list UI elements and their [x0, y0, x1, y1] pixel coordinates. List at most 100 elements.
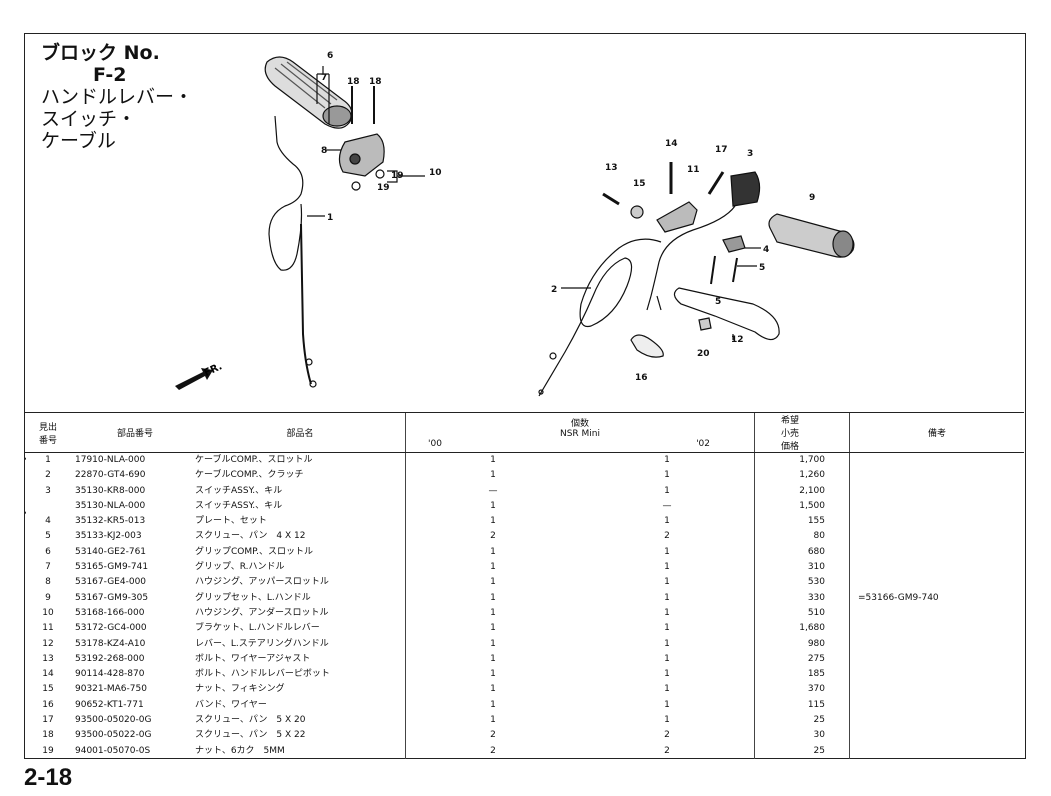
callout-10: 10	[429, 168, 442, 178]
row-part-name: バンド、ワイヤー	[195, 699, 267, 710]
row-qty-02: 1	[664, 577, 670, 588]
row-qty-00: 1	[405, 621, 580, 637]
row-qty-02: 1	[664, 684, 670, 695]
header-name: 部品名	[195, 412, 406, 453]
clutch-cable-drawing	[538, 238, 662, 397]
row-ref: 2	[25, 468, 71, 483]
row-part-no: 53192-268-000	[75, 653, 145, 664]
row-ref-value: 15	[42, 684, 54, 695]
header-note: 備考	[849, 412, 1024, 453]
row-part-no: 90652-KT1-771	[75, 699, 144, 710]
row-note	[849, 514, 1024, 530]
row-qty-00: 1	[405, 544, 580, 561]
row-qty-00: —	[405, 483, 580, 499]
row-qty-00: 1	[405, 682, 580, 698]
row-price: 330	[754, 590, 850, 606]
row-ref: •	[25, 499, 71, 515]
callout-16: 16	[635, 373, 648, 383]
row-ref-value: 16	[42, 699, 54, 710]
row-part-name: ナット、6カク 5MM	[195, 745, 285, 756]
callout-18a: 18	[347, 77, 360, 87]
row-part-name: ボルト、ワイヤーアジャスト	[195, 653, 311, 664]
row-note	[849, 498, 1024, 515]
row-part-name: ハウジング、アンダースロットル	[195, 607, 329, 618]
row-qty-00: 2	[405, 529, 580, 545]
throttle-housing-drawing	[338, 133, 385, 177]
row-ref: 3	[25, 484, 71, 499]
left-grip-drawing	[768, 213, 855, 258]
row-ref: 16	[25, 698, 71, 713]
row-note	[849, 452, 1024, 469]
row-part-no: 53165-GM9-741	[75, 562, 149, 573]
row-ref-value: 6	[45, 546, 51, 557]
row-qty-00: 1	[405, 468, 580, 484]
callout-5b: 5	[715, 297, 721, 307]
row-qty-00: 1	[405, 605, 580, 622]
callout-3: 3	[747, 149, 753, 159]
row-qty-02: —	[662, 500, 672, 511]
table-header-row: 見出 番号 部品番号 部品名 個数 NSR Mini '00 '02 希望 小売…	[25, 412, 1024, 453]
row-qty-02: 1	[664, 653, 670, 664]
row-ref-value: 18	[42, 730, 54, 741]
row-mark: •	[25, 453, 27, 468]
throttle-cable-drawing	[268, 115, 317, 388]
callout-11: 11	[687, 165, 700, 175]
row-qty-02: 1	[664, 699, 670, 710]
row-qty-00: 2	[405, 728, 580, 744]
row-qty-02: 1	[664, 470, 670, 481]
row-price: 370	[754, 682, 850, 698]
header-model: NSR Mini	[559, 429, 601, 439]
exploded-view-drawing: 6 7 18 18 8 19 19 10 1 2 3 4 5 5 9 11 12…	[175, 51, 855, 397]
row-note	[849, 468, 1024, 484]
row-note	[849, 667, 1024, 683]
front-direction-arrow	[175, 368, 213, 390]
row-ref-value: 4	[45, 516, 51, 527]
parts-diagram: ブロック No. F-2 ハンドルレバー・ スイッチ・ ケーブル	[25, 34, 1024, 411]
row-mark: •	[25, 507, 27, 515]
header-year-00: '00	[428, 439, 442, 449]
row-qty-02: 1	[664, 592, 670, 603]
row-ref: 12	[25, 637, 71, 652]
row-qty-00: 1	[405, 667, 580, 683]
row-price: 680	[754, 544, 850, 561]
row-qty-00: 1	[405, 651, 580, 668]
row-price: 980	[754, 636, 850, 652]
callout-13: 13	[605, 163, 618, 173]
row-ref-value: 3	[45, 485, 51, 496]
callout-4: 4	[763, 245, 769, 255]
row-price: 310	[754, 560, 850, 576]
callout-8: 8	[321, 146, 327, 156]
row-qty-00: 1	[405, 560, 580, 576]
callout-19b: 19	[377, 183, 390, 193]
row-part-no: 53178-KZ4-A10	[75, 638, 146, 649]
row-note	[849, 621, 1024, 637]
row-part-name: グリップ、R.ハンドル	[195, 562, 285, 573]
block-title-line-2: スイッチ・	[41, 108, 137, 130]
row-price: 510	[754, 605, 850, 622]
header-price-line-2: 小売	[780, 429, 799, 439]
row-ref-value: 10	[42, 607, 54, 618]
row-price: 2,100	[754, 483, 850, 499]
callout-18b: 18	[369, 77, 382, 87]
row-part-no: 53172-GC4-000	[75, 623, 147, 634]
row-ref-value: 11	[42, 623, 54, 634]
callout-12: 12	[731, 335, 744, 345]
callout-1: 1	[327, 213, 333, 223]
row-price: 1,680	[754, 621, 850, 637]
row-part-no: 35130-KR8-000	[75, 485, 146, 496]
row-part-name: ハウジング、アッパースロットル	[195, 577, 329, 588]
callout-17: 17	[715, 145, 728, 155]
row-part-no: 53167-GM9-305	[75, 592, 149, 603]
callout-15: 15	[633, 179, 646, 189]
row-part-name: スクリュー、パン 5 X 20	[195, 715, 306, 726]
row-note	[849, 697, 1024, 714]
row-part-name: ブラケット、L.ハンドルレバー	[195, 623, 320, 634]
